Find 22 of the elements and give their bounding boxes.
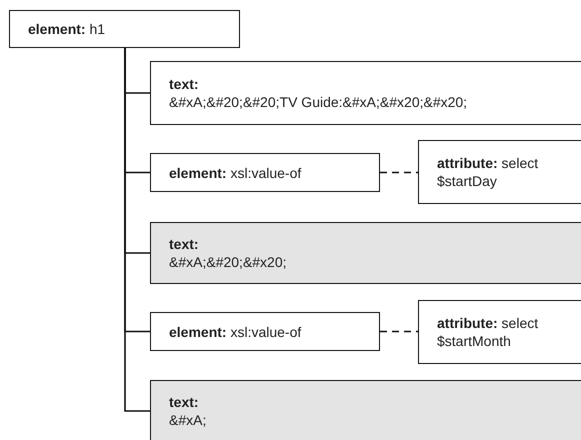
attribute-box xyxy=(418,140,581,204)
node-value-text: element: xsl:value-of xyxy=(169,164,302,182)
tree-connector xyxy=(124,48,150,412)
attribute-box xyxy=(418,300,581,364)
node-type-label: text: xyxy=(169,75,200,93)
node-value-text: &#xA;&#20;&#x20; xyxy=(169,253,288,271)
node-value-text: &#xA;&#20;&#20;TV Guide:&#xA;&#x20;&#x20; xyxy=(169,93,468,111)
element-box xyxy=(150,312,380,351)
node-value-text: &#xA; xyxy=(169,411,208,429)
node-value-text: element: xsl:value-of xyxy=(169,322,302,340)
node-value-text: element: h1 xyxy=(28,20,106,38)
element-box xyxy=(9,10,240,48)
element-box xyxy=(150,153,380,192)
node-type-label: text: xyxy=(169,235,200,253)
text-node-box xyxy=(150,61,581,125)
node-type-label: text: xyxy=(169,393,200,411)
text-node-box xyxy=(150,222,581,284)
node-value-text: attribute: select $startMonth xyxy=(437,314,540,350)
text-node-box xyxy=(150,380,581,440)
dashed-connector xyxy=(380,172,418,174)
dashed-connector xyxy=(380,330,418,332)
node-value-text: attribute: select $startDay xyxy=(437,154,540,190)
